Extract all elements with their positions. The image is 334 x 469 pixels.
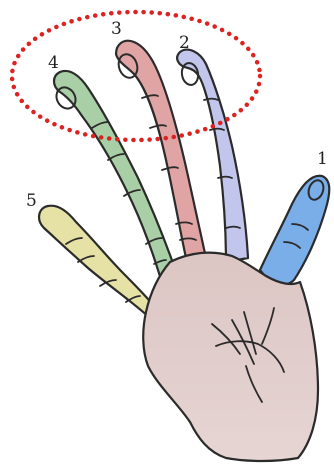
label-index-finger: 2	[179, 33, 190, 53]
label-thumb: 1	[317, 149, 328, 169]
label-ring-finger: 4	[48, 53, 59, 73]
label-little-finger: 5	[26, 191, 37, 211]
label-middle-finger: 3	[111, 19, 122, 39]
middle-finger	[116, 41, 206, 258]
thumb	[260, 176, 329, 285]
palm	[143, 253, 318, 461]
little-finger	[39, 206, 154, 318]
